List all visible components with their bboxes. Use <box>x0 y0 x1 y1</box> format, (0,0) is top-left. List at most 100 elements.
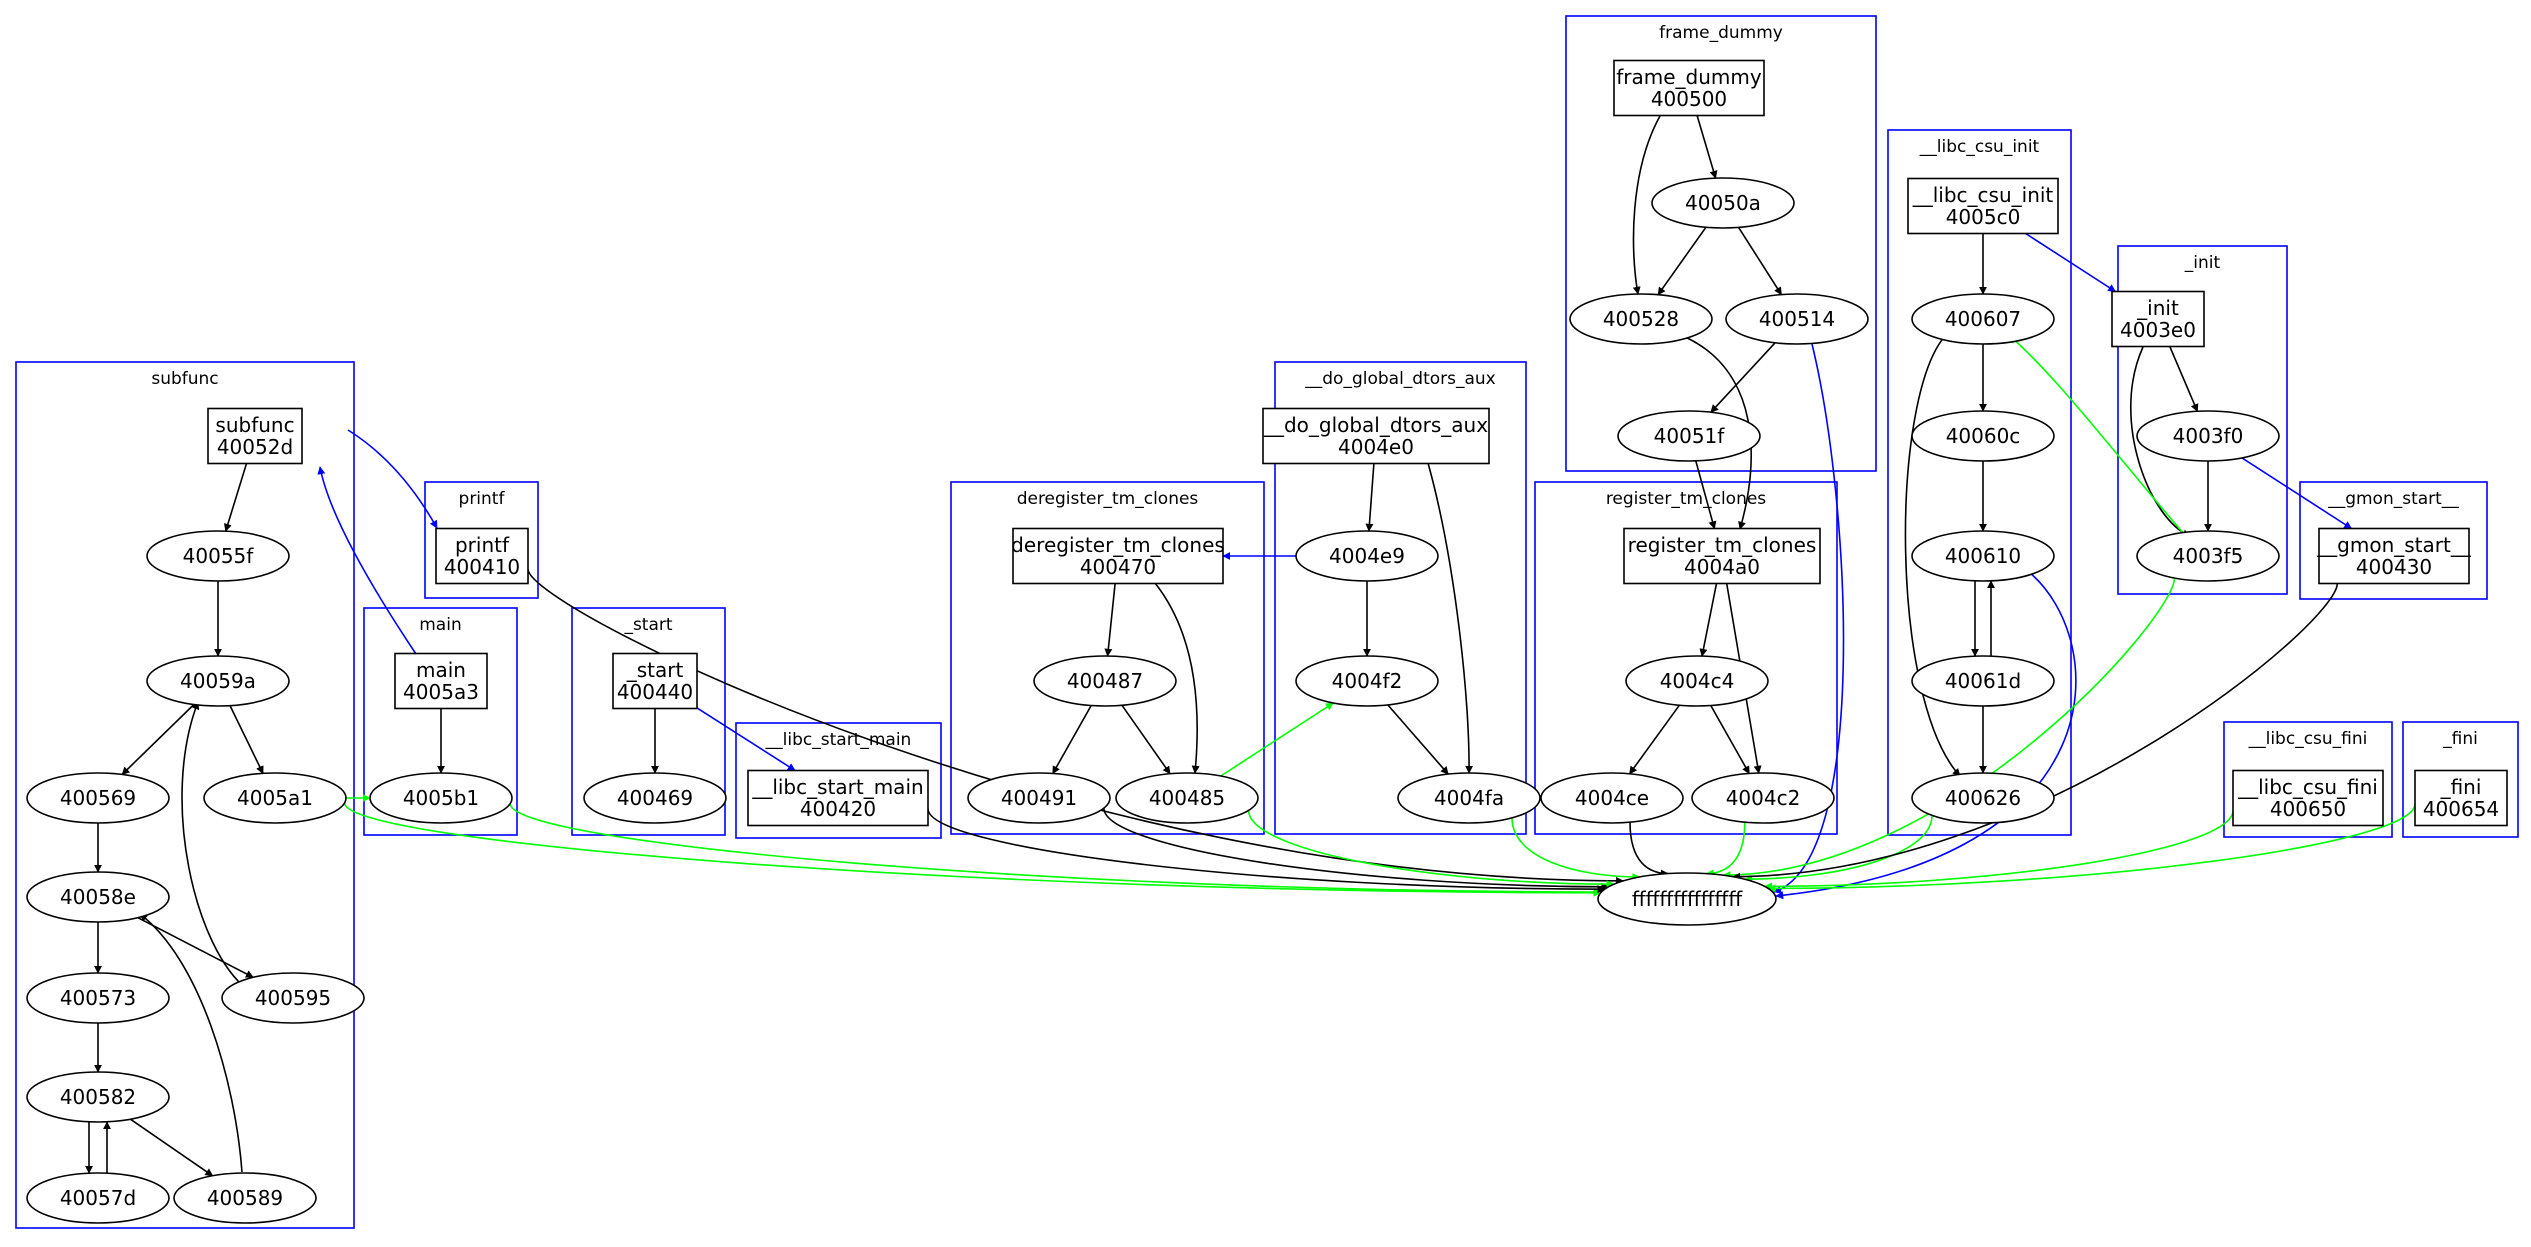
block-node[interactable]: 400491 <box>967 772 1111 824</box>
node-label: 40060c <box>1946 424 2021 448</box>
block-node[interactable]: 40061d <box>1911 655 2055 707</box>
node-label: 400440 <box>617 680 693 704</box>
edge-path <box>121 703 195 776</box>
cluster-border <box>1534 481 1838 835</box>
node-ellipse <box>26 972 170 1024</box>
block-node[interactable]: ffffffffffffffff <box>1597 872 1777 926</box>
block-node[interactable]: 400569 <box>26 772 170 824</box>
block-node[interactable]: 400626 <box>1911 772 2055 824</box>
cluster-border <box>571 607 726 836</box>
node-box <box>1907 177 2059 235</box>
edge-path <box>1365 463 1375 532</box>
node-ellipse <box>1911 530 2055 582</box>
edge-flow <box>1387 704 1449 775</box>
block-node[interactable]: 4004ce <box>1540 772 1684 824</box>
cluster-main: main <box>363 607 518 836</box>
edge-call <box>2241 457 2353 530</box>
edge-path <box>1511 817 1641 881</box>
edge-path <box>1904 335 1961 777</box>
function-entry-node[interactable]: __gmon_start__400430 <box>2316 527 2472 585</box>
block-node[interactable]: 400607 <box>1911 293 2055 345</box>
cluster-border <box>1565 15 1877 472</box>
edge-return <box>1247 810 1615 889</box>
block-node[interactable]: 40059a <box>146 655 290 707</box>
block-node[interactable]: 4004e9 <box>1295 530 1439 582</box>
clusters-layer: subfuncprintfmain_start__libc_start_main… <box>15 15 2519 1229</box>
block-node[interactable]: 400514 <box>1725 293 1869 345</box>
cluster-label: __do_global_dtors_aux <box>1304 369 1496 389</box>
block-node[interactable]: 4005a1 <box>203 772 347 824</box>
edge-flow <box>1052 705 1092 775</box>
edge-flow <box>1103 808 1610 891</box>
edge-return <box>1744 815 1933 884</box>
node-ellipse <box>146 530 290 582</box>
cluster-border <box>15 361 355 1229</box>
node-label: deregister_tm_clones <box>1011 533 1225 557</box>
node-label: 40055f <box>183 544 255 568</box>
block-node[interactable]: 4005b1 <box>369 772 513 824</box>
block-node[interactable]: 400528 <box>1569 293 1713 345</box>
node-box <box>1012 527 1224 585</box>
block-node[interactable]: 4003f0 <box>2136 410 2280 462</box>
edge-path <box>1220 702 1334 777</box>
block-node[interactable]: 40050a <box>1651 177 1795 229</box>
edge-return <box>2009 335 2185 535</box>
block-node[interactable]: 400485 <box>1115 772 1259 824</box>
block-node[interactable]: 400589 <box>173 1172 317 1224</box>
block-node[interactable]: 400573 <box>26 972 170 1024</box>
block-node[interactable]: 40058e <box>26 871 170 923</box>
edge-path <box>1696 115 1718 179</box>
block-node[interactable]: 4003f5 <box>2136 530 2280 582</box>
cluster-label: __gmon_start__ <box>2327 489 2459 509</box>
block-node[interactable]: 4004f2 <box>1295 655 1439 707</box>
node-label: 40061d <box>1945 669 2021 693</box>
edge-flow <box>129 1118 214 1177</box>
node-label: __libc_start_main <box>751 775 923 799</box>
block-node[interactable]: 400610 <box>1911 530 2055 582</box>
block-node[interactable]: 400582 <box>26 1071 170 1123</box>
cluster-border <box>2223 721 2393 838</box>
edges-layer <box>85 115 2416 1177</box>
block-node[interactable]: 40057d <box>26 1172 170 1224</box>
edge-flow <box>1628 704 1681 775</box>
block-node[interactable]: 4004c2 <box>1691 772 1835 824</box>
block-node[interactable]: 40060c <box>1911 410 2055 462</box>
node-ellipse <box>26 1172 170 1224</box>
edge-path <box>1710 342 1776 413</box>
cluster-subfunc: subfunc <box>15 361 355 1229</box>
cluster-border <box>1887 129 2072 836</box>
node-label: 4004c2 <box>1726 786 1801 810</box>
node-ellipse <box>1397 772 1541 824</box>
edge-call <box>1773 343 1845 894</box>
block-node[interactable]: 4004c4 <box>1625 655 1769 707</box>
node-ellipse <box>1569 293 1713 345</box>
block-node[interactable]: 400487 <box>1033 655 1177 707</box>
node-box <box>747 769 929 827</box>
edge-flow <box>1104 583 1116 657</box>
block-node[interactable]: 40051f <box>1617 410 1761 462</box>
edge-flow <box>121 703 195 776</box>
edge-path <box>343 802 1602 897</box>
cluster-printf: printf <box>424 481 539 599</box>
block-node[interactable]: 4004fa <box>1397 772 1541 824</box>
block-node[interactable]: 400595 <box>221 972 365 1024</box>
node-label: register_tm_clones <box>1628 533 1817 557</box>
edge-path <box>927 808 1606 894</box>
node-box <box>207 407 303 465</box>
block-node[interactable]: 40055f <box>146 530 290 582</box>
block-node[interactable]: 400469 <box>583 772 727 824</box>
